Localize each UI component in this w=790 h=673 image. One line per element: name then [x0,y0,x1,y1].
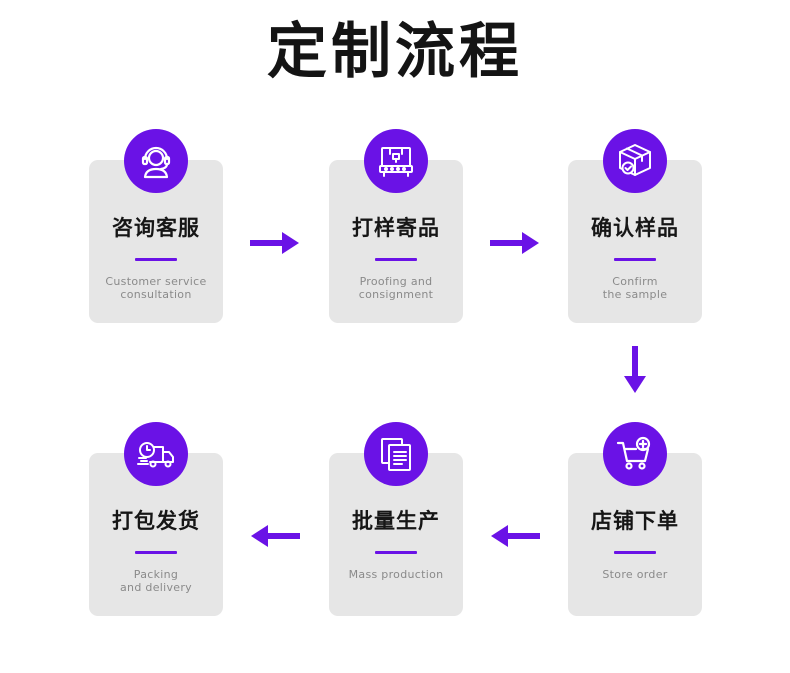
step-title: 确认样品 [591,216,679,240]
arrow-left-icon [491,525,540,547]
delivery-truck-icon [124,422,188,486]
step-title: 打包发货 [112,509,200,533]
step-subtitle: Mass production [348,568,444,581]
step-underline [614,258,656,261]
arrow-left-icon [251,525,300,547]
arrow-right-icon [490,232,539,254]
step-title: 打样寄品 [352,216,440,240]
headset-icon [124,129,188,193]
arrow-down-icon [624,346,646,393]
page-title: 定制流程 [267,17,523,87]
machine-icon [364,129,428,193]
step-title: 咨询客服 [112,216,200,240]
step-underline [375,551,417,554]
arrow-right-icon [250,232,299,254]
step-title: 批量生产 [352,509,440,533]
step-subtitle: Store order [602,568,668,581]
step-title: 店铺下单 [591,509,679,533]
documents-icon [364,422,428,486]
step-underline [135,258,177,261]
package-check-icon [603,129,667,193]
step-underline [375,258,417,261]
cart-plus-icon [603,422,667,486]
step-underline [614,551,656,554]
step-underline [135,551,177,554]
